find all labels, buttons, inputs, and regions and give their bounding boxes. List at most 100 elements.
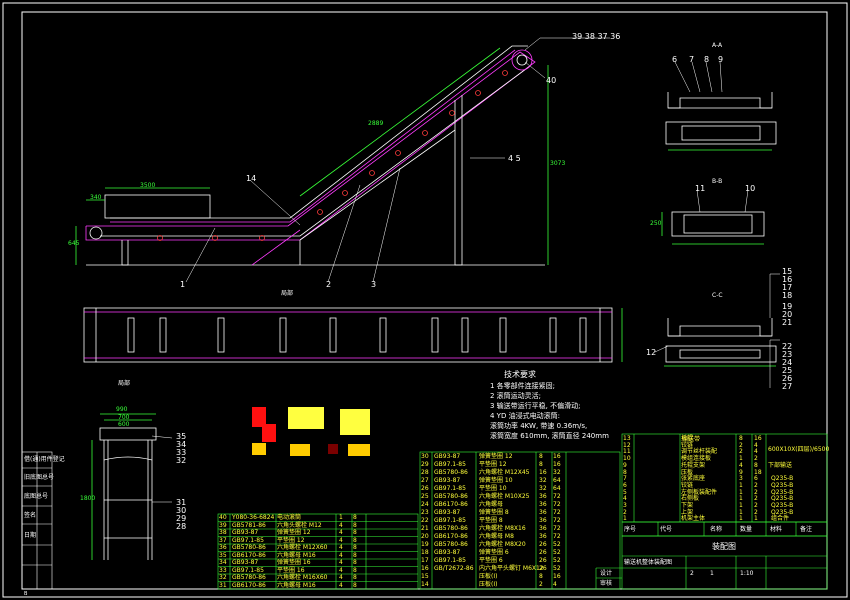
bom-cell: 组合件: [771, 515, 790, 523]
bom-cell: 六角螺母: [479, 501, 504, 508]
bom-cell: GB93-87: [434, 509, 461, 516]
bom-cell: 36: [219, 544, 227, 551]
bom-cell: 3: [623, 502, 627, 509]
balloon-28: 28: [176, 522, 187, 531]
bom-cell: 8: [353, 551, 357, 559]
left-strip: [21, 451, 53, 590]
belt-label: 输送带: [682, 436, 701, 443]
tb-label-review: 审核: [600, 580, 613, 587]
bom-cell: GB5780-86: [434, 469, 468, 476]
tb-label-design: 设计: [600, 570, 613, 577]
bom-head-code: 代号: [660, 526, 673, 533]
balloon-40: 40: [546, 76, 557, 85]
balloon-9: 9: [718, 55, 724, 64]
bom-cell: 72: [553, 517, 561, 524]
bom-cell: 托辊: [681, 435, 694, 442]
bom-cell: 16: [553, 573, 561, 580]
strip-label-1: 借(通)用件登记: [24, 456, 65, 463]
balloon-25: 25: [782, 366, 793, 375]
bom-cell: 16: [754, 435, 762, 442]
bom-cell: 8: [353, 536, 357, 544]
bom-cell: GB6170-86: [232, 581, 266, 589]
bom-cell: 22: [421, 517, 429, 524]
bom-cell: 六角螺栓 M12X45: [479, 469, 530, 476]
bom-cell: 11: [623, 448, 631, 456]
bom-cell: 调节丝杆装配: [681, 448, 718, 456]
bom-cell: 六角螺栓 M10X25: [479, 493, 530, 500]
bom-cell: 铰链: [681, 481, 694, 489]
dim-1800: 1800: [80, 495, 96, 502]
balloon-21: 21: [782, 318, 793, 327]
bom-cell: 72: [553, 525, 561, 532]
bom-cell: 平垫圈 12: [479, 461, 507, 468]
bom-cell: 31: [219, 581, 227, 589]
bom-cell: 20: [421, 533, 429, 540]
bom-cell: 29: [421, 461, 429, 468]
bom-cell: 8: [353, 566, 357, 574]
bom-cell: 8: [754, 461, 758, 469]
bom-cell: 8: [353, 559, 357, 566]
bom-cell: 1: [739, 508, 743, 516]
balloon-39-36: 39 38 37 36: [572, 32, 621, 41]
bom-cell: 铰链: [681, 441, 694, 449]
bom-cell: 6: [754, 475, 758, 483]
bom-cell: 左侧板装配件: [681, 488, 718, 496]
corner-mark: B: [24, 591, 28, 597]
balloon-27: 27: [782, 382, 793, 391]
section-c: [654, 273, 780, 388]
bom-cell: 2: [739, 448, 743, 456]
bom-cell: GB6170-86: [434, 533, 468, 540]
bom-cell: 六角螺栓 M16X60: [277, 574, 328, 581]
section-b-label: B-B: [712, 178, 723, 185]
balloon-19: 19: [782, 302, 793, 311]
bom-table-mid: [419, 451, 621, 590]
bom-cell: 压板(I): [479, 573, 498, 580]
bom-cell: 1: [739, 481, 743, 489]
balloon-15: 15: [782, 267, 793, 276]
bom-cell: 64: [553, 485, 561, 492]
requirement-3: 3 输送带运行平稳, 不偏滑动;: [490, 402, 581, 410]
bom-cell: 32: [553, 469, 561, 476]
balloon-14: 14: [246, 174, 257, 183]
section-a-label: A-A: [712, 42, 723, 49]
bom-cell: 压板: [681, 468, 694, 476]
bom-cell: 六角螺母 M16: [277, 551, 316, 559]
bom-cell: 30: [421, 453, 429, 460]
bom-cell: 5: [623, 488, 627, 496]
bom-head-remark: 备注: [800, 526, 813, 533]
bom-cell: 13: [623, 435, 631, 442]
bom-cell: 4: [739, 461, 743, 469]
balloon-22: 22: [782, 342, 793, 351]
bom-table-left: [217, 513, 419, 590]
requirement-5: 滚筒功率 4KW, 带速 0.36m/s,: [490, 422, 588, 430]
balloon-24: 24: [782, 358, 793, 367]
bom-cell: 35: [219, 551, 227, 559]
bom-cell: 16: [421, 565, 429, 572]
bom-cell: 模组连接板: [681, 455, 712, 463]
bom-cell: GB5780-86: [232, 574, 266, 581]
bom-cell: 2: [539, 581, 543, 588]
bom-cell: 4: [339, 574, 343, 581]
bom-cell: GB5780-86: [232, 544, 266, 551]
main-elevation-view: [75, 37, 610, 283]
bom-cell: GB97.1-85: [434, 485, 466, 492]
section-c-label: C-C: [712, 292, 723, 299]
bom-cell: Q235-B: [771, 481, 794, 489]
strip-label-4: 签名: [24, 512, 37, 519]
bom-cell: 16: [553, 453, 561, 460]
bom-cell: 72: [553, 493, 561, 500]
bom-cell: 1: [739, 515, 743, 523]
bom-cell: 33: [219, 566, 227, 574]
bom-cell: 26: [539, 541, 547, 548]
bom-cell: 2: [754, 488, 758, 496]
bom-cell: 8: [539, 461, 543, 468]
bom-cell: 36: [539, 533, 547, 540]
bom-cell: 24: [421, 501, 429, 508]
bom-cell: 27: [421, 477, 429, 484]
bom-cell: 8: [353, 514, 357, 521]
bom-cell: 2: [623, 508, 627, 516]
bom-cell: 平垫圈 8: [479, 517, 503, 524]
bom-cell: 7: [623, 475, 627, 483]
bom-cell: 26: [539, 557, 547, 564]
bom-cell: 压板(I): [479, 581, 498, 588]
